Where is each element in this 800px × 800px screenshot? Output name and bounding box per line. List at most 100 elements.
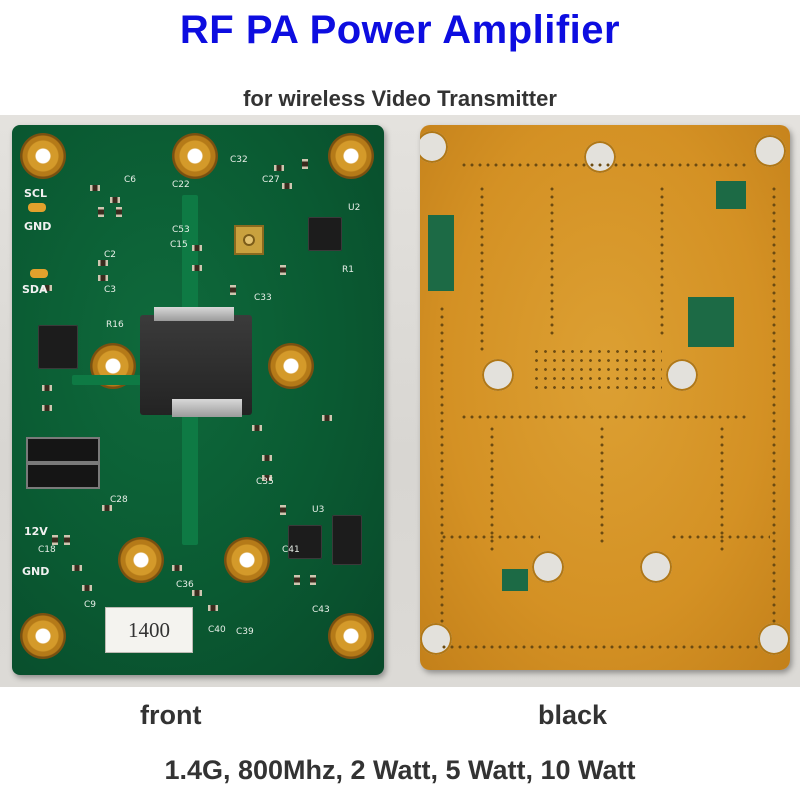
mounting-hole [532, 551, 564, 583]
mounting-hole [584, 141, 616, 173]
pin-label-gnd: GND [24, 220, 52, 233]
solder-mask-patch [688, 297, 734, 347]
mounting-hole [640, 551, 672, 583]
caption-back: black [538, 700, 608, 730]
pcb-back [420, 125, 790, 670]
via-row [460, 415, 750, 419]
mounting-pad [20, 133, 66, 179]
silk-ref: R1 [342, 265, 354, 275]
silk-ref: C53 [172, 225, 190, 235]
smd-component [280, 265, 286, 275]
solder-mask-patch [428, 215, 454, 291]
rf-transistor-tab [172, 399, 242, 417]
solder-mask-patch [502, 569, 528, 591]
smd-component [98, 207, 104, 217]
pin-label-scl: SCL [24, 187, 48, 200]
mounting-hole [420, 623, 452, 655]
silk-ref: C40 [208, 625, 226, 635]
pcb-trace [182, 415, 198, 545]
silk-ref: C15 [170, 240, 188, 250]
silk-ref: U2 [348, 203, 361, 213]
smd-component [116, 207, 122, 217]
smd-component [82, 585, 92, 591]
power-inductor [26, 437, 100, 463]
smd-component [208, 605, 218, 611]
rf-transistor [140, 315, 252, 415]
via-column [440, 305, 444, 625]
silk-ref: C43 [312, 605, 330, 615]
smd-component [42, 385, 52, 391]
smd-component [302, 159, 308, 169]
via-column [600, 425, 604, 545]
via-column [550, 185, 554, 335]
test-pad [30, 269, 48, 278]
smd-component [310, 575, 316, 585]
smd-component [262, 475, 272, 481]
ic-chip [288, 525, 322, 559]
mounting-pad [172, 133, 218, 179]
smd-component [252, 425, 262, 431]
via-row [440, 645, 760, 649]
smd-component [192, 265, 202, 271]
silk-ref: C2 [104, 250, 117, 260]
mounting-pad [328, 613, 374, 659]
via-column [772, 185, 776, 625]
smd-component [110, 197, 120, 203]
silk-ref: C9 [84, 600, 97, 610]
pcb-trace [182, 195, 198, 315]
solder-mask-patch [716, 181, 746, 209]
silk-ref: C18 [38, 545, 56, 555]
pin-label-sda: SDA [22, 283, 48, 296]
pcb-front: SCL GND SDA 12V GND C22 C15 C53 C33 R16 … [12, 125, 384, 675]
smd-component [192, 245, 202, 251]
silk-ref: R16 [106, 320, 124, 330]
pcb-trace [72, 375, 142, 385]
smd-component [322, 415, 332, 421]
smd-component [274, 165, 284, 171]
product-subtitle: for wireless Video Transmitter [243, 86, 557, 111]
silk-ref: C28 [110, 495, 128, 505]
via-array [532, 347, 662, 393]
mounting-hole [666, 359, 698, 391]
silk-ref: C22 [172, 180, 190, 190]
test-pad [28, 203, 46, 212]
silk-ref: C27 [262, 175, 280, 185]
smd-component [64, 535, 70, 545]
ufl-connector [234, 225, 264, 255]
mounting-pad [20, 613, 66, 659]
power-inductor [26, 463, 100, 489]
frequency-sticker: 1400 [105, 607, 193, 653]
product-title: RF PA Power Amplifier [179, 8, 621, 52]
smd-component [230, 285, 236, 295]
smd-component [262, 455, 272, 461]
mounting-pad [118, 537, 164, 583]
ic-chip [308, 217, 342, 251]
via-row [460, 163, 750, 167]
silk-ref: C6 [124, 175, 137, 185]
mounting-pad [328, 133, 374, 179]
smd-component [52, 535, 58, 545]
silk-ref: C36 [176, 580, 194, 590]
smd-component [72, 565, 82, 571]
silk-ref: C3 [104, 285, 117, 295]
mounting-hole [482, 359, 514, 391]
silk-ref: C32 [230, 155, 248, 165]
smd-component [282, 183, 292, 189]
via-column [720, 425, 724, 555]
smd-component [192, 590, 202, 596]
mounting-hole [754, 135, 786, 167]
pin-label-gnd-2: GND [22, 565, 50, 578]
via-column [490, 425, 494, 555]
spec-line: 1.4G, 800Mhz, 2 Watt, 5 Watt, 10 Watt [164, 755, 636, 785]
smd-component [294, 575, 300, 585]
ic-chip [332, 515, 362, 565]
smd-component [98, 275, 108, 281]
smd-component [90, 185, 100, 191]
mounting-pad [224, 537, 270, 583]
silk-ref: C35 [256, 477, 274, 487]
smd-component [98, 260, 108, 266]
smd-component [42, 285, 52, 291]
mounting-pad [268, 343, 314, 389]
mounting-hole [758, 623, 790, 655]
via-column [660, 185, 664, 335]
